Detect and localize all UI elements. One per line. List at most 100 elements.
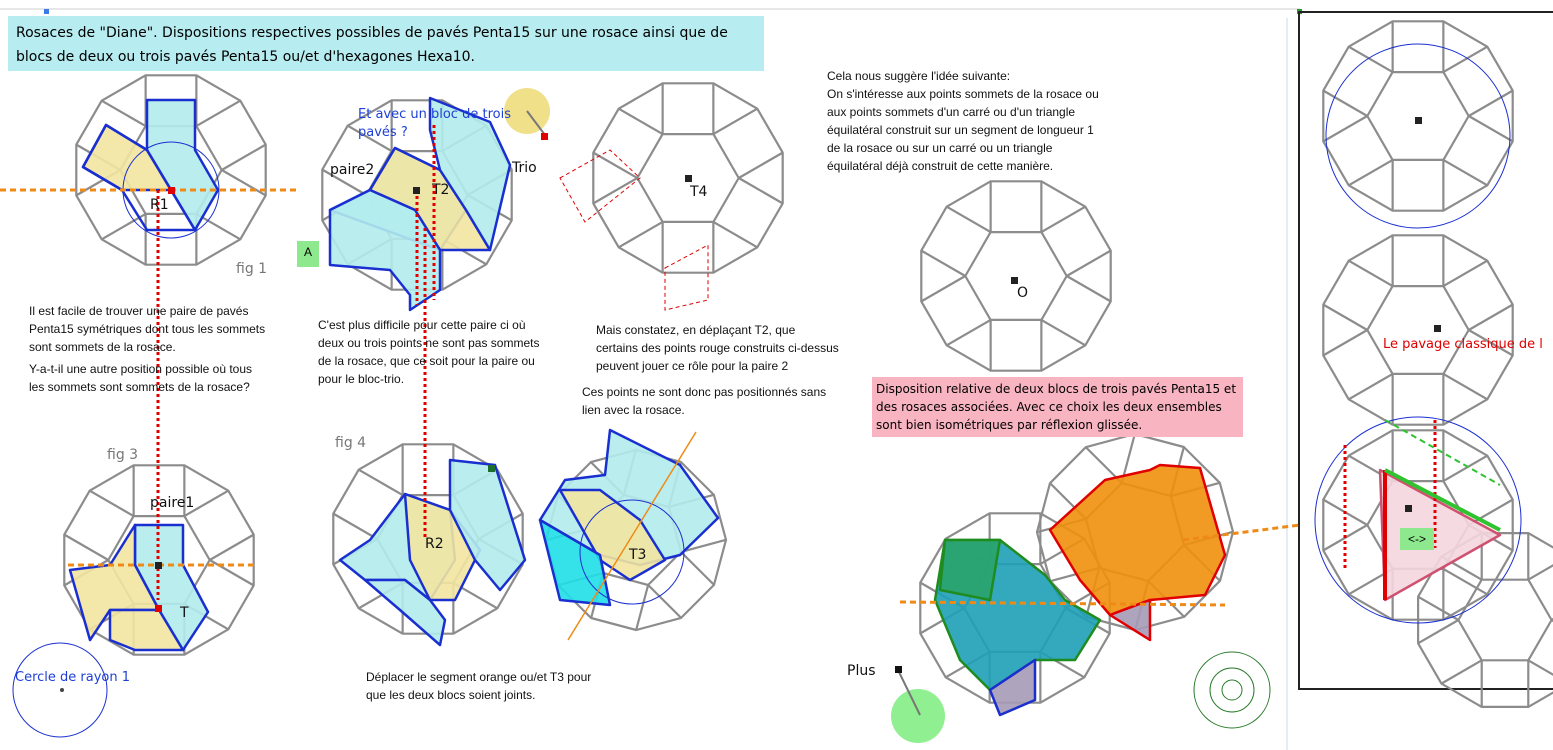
rosace-spoke [321, 168, 367, 196]
label-fig1: fig 1 [236, 261, 268, 277]
drag-knob-handle [526, 110, 546, 136]
label-o: O [1017, 285, 1029, 301]
rosace-spoke [1442, 567, 1488, 596]
rosace-spoke [332, 512, 378, 540]
rosace-hexagon [1366, 285, 1470, 375]
rosace-spoke [738, 151, 784, 179]
center-point [413, 187, 420, 194]
text-points-rouges: Ces points ne sont donc pas positionnés … [582, 385, 827, 417]
rosace-spoke [1322, 89, 1368, 117]
rosace-spoke [712, 220, 758, 249]
center-point [1415, 117, 1422, 124]
rosace-spoke [618, 107, 664, 136]
construction-triangle [559, 149, 641, 223]
rosace-hexagon [964, 231, 1068, 321]
rosace-spoke [1040, 318, 1086, 347]
orange-segment [567, 431, 697, 641]
label-t4: T4 [690, 184, 708, 200]
rosace-spoke [1348, 158, 1394, 187]
label-paire1: paire1 [150, 495, 195, 511]
rosace-spoke [946, 318, 992, 347]
label-trio: Trio [512, 160, 537, 176]
rosace-spoke [209, 533, 255, 561]
drag-point [541, 133, 548, 140]
rosace-spoke [195, 212, 241, 241]
rosace-spoke [680, 551, 715, 586]
construction-layer [0, 43, 1522, 743]
text-plus-difficile: C'est plus difficile pour cette paire ci… [318, 318, 540, 386]
rosace-spoke [1322, 329, 1368, 357]
green-dashed-vector [1384, 419, 1501, 486]
rosace-spoke [1322, 115, 1368, 143]
text-idee-suivante: Cela nous suggère l'idée suivante: On s'… [827, 69, 1099, 173]
rosace-spoke [1527, 564, 1553, 581]
radius-circle [1325, 43, 1511, 229]
rosace-spoke [1348, 259, 1394, 288]
point-a-button[interactable]: A [297, 241, 319, 267]
text-constatez: Mais constatez, en déplaçant T2, que cer… [596, 323, 839, 373]
rosace-spoke [1417, 619, 1459, 645]
radius-circle [1221, 679, 1243, 701]
swap-button[interactable]: <-> [1400, 528, 1434, 550]
label-plus: Plus [847, 663, 876, 679]
rosace-spoke [592, 151, 638, 179]
rosace-spoke [1442, 259, 1488, 288]
center-point [1405, 505, 1412, 512]
rosace-spoke [1442, 372, 1488, 401]
rosace-spoke [63, 533, 109, 561]
label-t: T [180, 605, 189, 621]
center-point [685, 175, 692, 182]
rosace-spoke [647, 584, 682, 619]
rosace-spoke [1348, 372, 1394, 401]
pink-triangle [1378, 468, 1502, 602]
rosace-spoke [1442, 454, 1488, 483]
radius-circle [579, 499, 685, 605]
rosace-spoke [1066, 249, 1112, 277]
rosace-spoke [1468, 115, 1514, 143]
penta-outline [81, 123, 197, 232]
rosace-spoke [635, 584, 650, 631]
rosace-outline [592, 82, 784, 274]
rosace-spoke [1440, 659, 1483, 685]
penta-tile [428, 96, 512, 252]
label-fig4: fig 4 [335, 435, 367, 451]
label-r2: R2 [425, 536, 444, 552]
penta-tile [108, 608, 185, 652]
orange-dashed-segment [899, 600, 1226, 607]
text-autre-position: Y-a-t-il une autre position possible où … [29, 362, 253, 394]
rosace-spoke [1348, 45, 1394, 74]
green-vector [1384, 468, 1501, 532]
text-paire-facile: Il est facile de trouver une paire de pa… [29, 304, 266, 354]
penta-tile [363, 578, 447, 647]
construction-triangle [664, 244, 709, 311]
plus-knob-handle [897, 669, 921, 716]
rosace-spoke [618, 220, 664, 249]
rosace-hexagon [1366, 70, 1470, 161]
rosace-outline [1322, 234, 1514, 426]
center-point [1434, 325, 1441, 332]
rosace-spoke [183, 489, 229, 518]
rosace-spoke [1527, 659, 1553, 676]
rosace-outline [920, 180, 1112, 372]
rosace-spoke [946, 205, 992, 234]
text-deplacer: Déplacer le segment orange ou/et T3 pour… [366, 670, 592, 702]
rosace-outline [1322, 20, 1514, 212]
rosace-spoke [358, 468, 404, 497]
rosace-spoke [592, 177, 638, 205]
rosace-hexagon [1457, 578, 1553, 662]
label-r1: R1 [150, 197, 169, 213]
rosace-spoke [680, 538, 727, 554]
radius-circle [1193, 651, 1271, 729]
label-cercle: Cercle de rayon 1 [15, 670, 131, 685]
rosace-spoke [920, 275, 966, 303]
green-block [938, 538, 1002, 602]
radius-circle [1314, 416, 1522, 624]
rosace-spoke [209, 559, 255, 587]
reflection-note: Disposition relative de deux blocs de tr… [872, 377, 1243, 437]
rosace-outline [63, 464, 255, 656]
center-point [155, 562, 162, 569]
label-pavage: Le pavage classique de l [1383, 337, 1543, 352]
rosace-spoke [920, 249, 966, 277]
rosace-spoke [1468, 303, 1514, 331]
